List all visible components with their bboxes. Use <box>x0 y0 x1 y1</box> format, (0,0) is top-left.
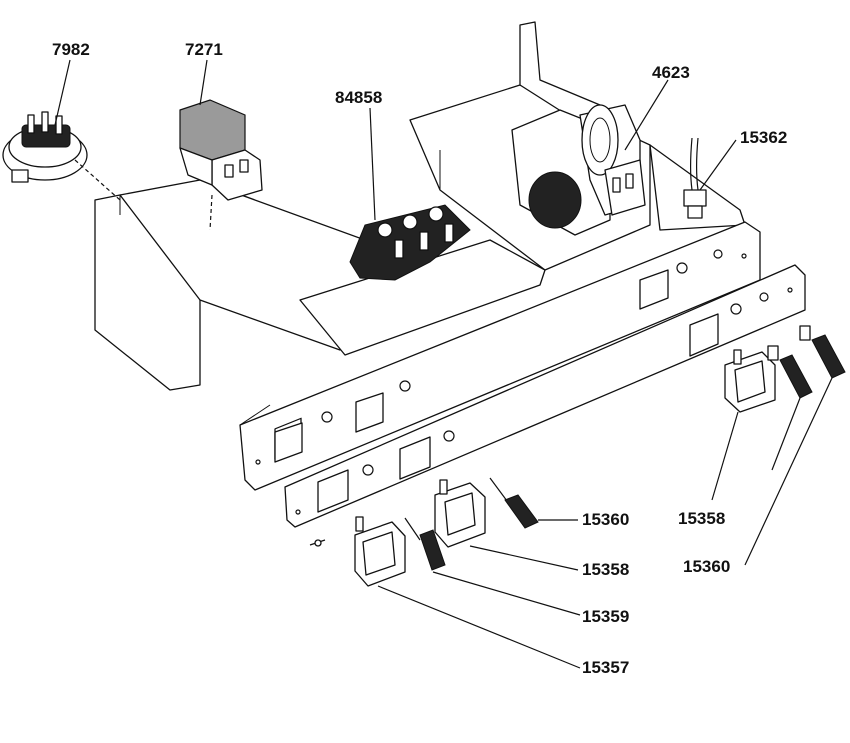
sensor-probe <box>683 137 707 219</box>
switch-bottom <box>354 516 406 587</box>
label-7982: 7982 <box>52 40 90 59</box>
label-4623: 4623 <box>652 63 690 82</box>
indicator-lamp-right-a <box>767 345 813 399</box>
relay <box>179 99 263 231</box>
front-panel-upper <box>239 221 761 491</box>
label-15357: 15357 <box>582 658 629 677</box>
switch-right <box>724 349 776 413</box>
label-15360-right: 15360 <box>683 557 730 576</box>
label-15360-left: 15360 <box>582 510 629 529</box>
label-84858: 84858 <box>335 88 382 107</box>
label-15358-left: 15358 <box>582 560 629 579</box>
leader-lines <box>54 59 833 669</box>
front-panel-lower <box>284 264 806 528</box>
indicator-lamp-right-b <box>799 325 846 379</box>
pressure-switch <box>2 111 121 201</box>
label-15358-right: 15358 <box>678 509 725 528</box>
indicator-lamp-left <box>489 477 539 529</box>
terminal-block <box>349 204 471 281</box>
label-15359: 15359 <box>582 607 629 626</box>
part-labels: 7982 7271 84858 4623 15362 15360 15358 1… <box>52 40 787 677</box>
screw <box>309 539 326 547</box>
label-7271: 7271 <box>185 40 223 59</box>
switch-left <box>434 479 486 548</box>
timer-motor <box>511 104 646 236</box>
lamp-holder <box>404 517 446 571</box>
label-15362: 15362 <box>740 128 787 147</box>
